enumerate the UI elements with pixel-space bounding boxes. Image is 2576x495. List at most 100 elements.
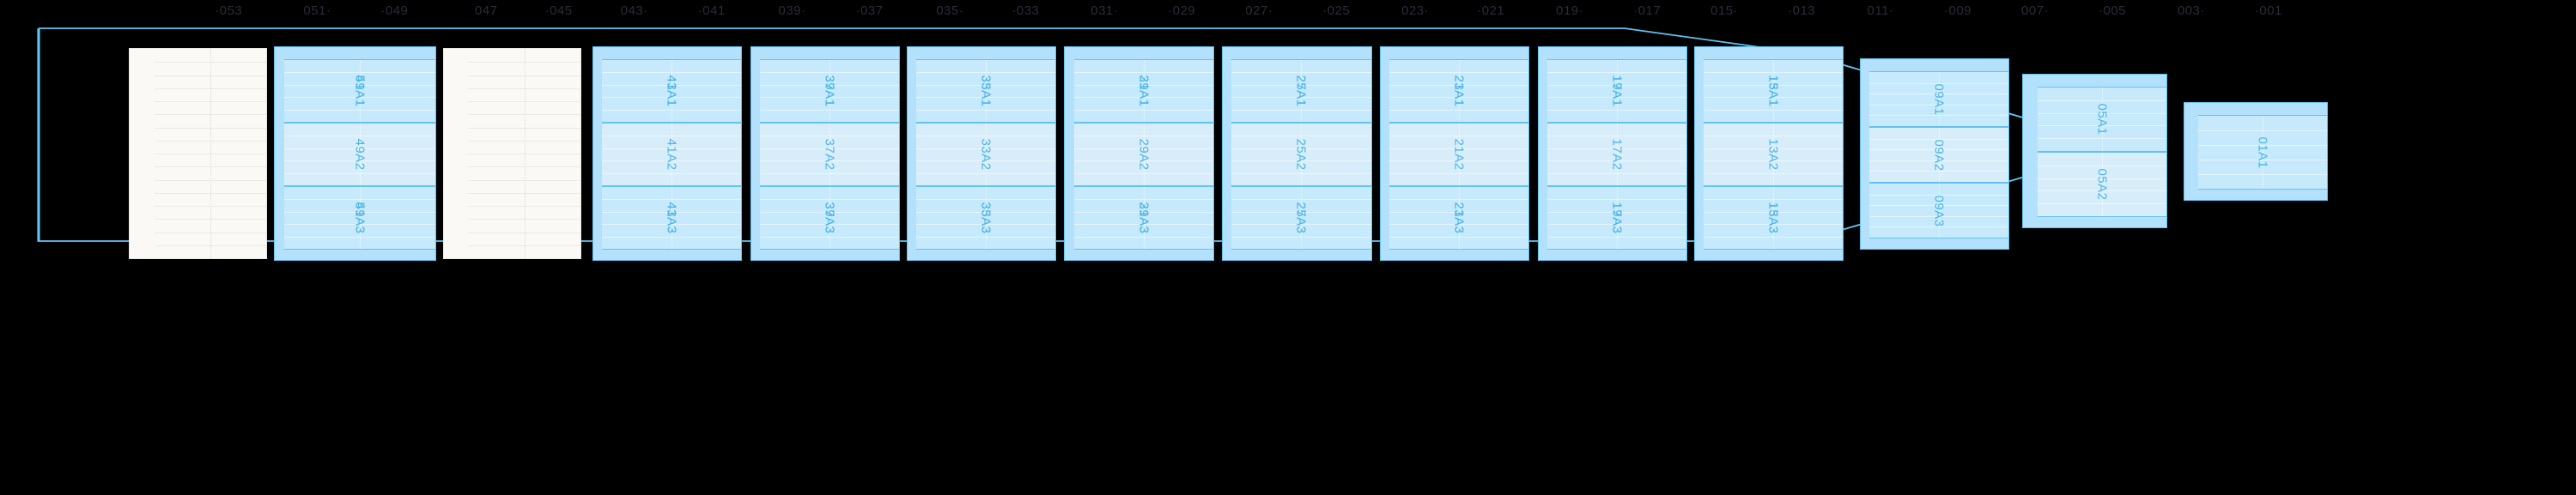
tier-09A1[interactable]: 09A1 [1868, 71, 2008, 127]
bay-tick-025[interactable]: ·025 [1322, 3, 1351, 18]
tier-label-overlay-31A1: 31A1 [1136, 75, 1151, 107]
bay-tick-021[interactable]: ·021 [1477, 3, 1505, 18]
tier-label-overlay-51A1: 51A1 [352, 75, 368, 107]
bay-tick-045[interactable]: ·045 [544, 3, 573, 18]
tier-05A1[interactable]: 05A1 [2037, 87, 2166, 152]
bay-tick-001[interactable]: ·001 [2254, 3, 2282, 18]
bay-tick-013[interactable]: ·013 [1788, 3, 1816, 18]
tier-17A2[interactable]: 17A2 [1546, 123, 1686, 186]
tier-41A2[interactable]: 41A2 [602, 123, 742, 186]
bay-tick-039[interactable]: 039· [778, 3, 806, 18]
bay-tick-043[interactable]: 043· [620, 3, 648, 18]
bay-tick-011[interactable]: 011· [1867, 3, 1894, 18]
bay-tick-047[interactable]: 047 [474, 3, 498, 18]
bay-tick-007[interactable]: 007· [2020, 3, 2050, 18]
tier-09A3[interactable]: 09A3 [1868, 183, 2008, 238]
tier-label-overlay-23A1: 23A1 [1451, 75, 1467, 107]
bay-047-045[interactable] [442, 48, 581, 259]
tier-29A2[interactable]: 29A2 [1073, 123, 1213, 186]
tier-label-overlay-19A1: 19A1 [1609, 75, 1625, 107]
bay-tick-019[interactable]: 019· [1556, 3, 1584, 18]
bay-tick-041[interactable]: ·041 [697, 3, 726, 18]
bay-tick-051[interactable]: 051· [303, 3, 331, 18]
tier-label-01A1: 01A1 [2255, 136, 2270, 169]
tier-25A2[interactable]: 25A2 [1231, 123, 1371, 186]
tier-01A1[interactable]: 01A1 [2198, 115, 2328, 190]
tier-label-overlay-33A3: 33A3 [978, 202, 993, 234]
bay-tick-003[interactable]: 003· [2177, 3, 2205, 18]
bay-001[interactable]: 01A1 [2183, 102, 2329, 201]
tier-05A2[interactable]: 05A2 [2037, 152, 2166, 217]
bay-tick-037[interactable]: ·037 [855, 3, 884, 18]
tier-label-41A2: 41A2 [664, 138, 679, 171]
bay-tick-027[interactable]: 027· [1245, 3, 1273, 18]
bay-number-ruler: ·053 051· ·049 047 ·045 043· ·041 039· ·037 035· ·… [0, 0, 2576, 26]
tier-21A2[interactable]: 21A2 [1389, 123, 1529, 186]
tier-label-09A2: 09A2 [1931, 138, 1947, 172]
tier-label-37A2: 37A2 [822, 138, 837, 171]
bay-tick-005[interactable]: ·005 [2098, 3, 2127, 18]
bay-tick-015[interactable]: 015· [1710, 3, 1739, 18]
bay-009[interactable]: 09A1 09A2 09A3 [1859, 58, 2009, 250]
tier-label-overlay-25A3: 25A3 [1293, 202, 1309, 234]
bay-005[interactable]: 05A1 05A2 [2022, 74, 2167, 228]
tier-37A2[interactable]: 37A2 [760, 123, 900, 186]
tier-label-05A2: 05A2 [2094, 168, 2110, 201]
tier-label-overlay-21A3: 21A3 [1451, 202, 1467, 234]
tier-33A2[interactable]: 33A2 [915, 123, 1055, 186]
bay-tick-049[interactable]: ·049 [380, 3, 409, 18]
tier-label-21A2: 21A2 [1451, 138, 1467, 171]
tier-label-overlay-49A3: 49A3 [352, 202, 368, 234]
bay-tick-009[interactable]: ·009 [1943, 3, 1972, 18]
bay-tick-023[interactable]: 023· [1401, 3, 1430, 18]
bay-tick-035[interactable]: 035· [936, 3, 964, 18]
tier-09A2[interactable]: 09A2 [1868, 127, 2008, 183]
bay-tick-031[interactable]: 031· [1091, 3, 1119, 18]
tier-label-25A2: 25A2 [1293, 138, 1309, 171]
tier-13A2[interactable]: 13A2 [1703, 123, 1843, 186]
bay-tick-017[interactable]: ·017 [1633, 3, 1662, 18]
tier-49A2[interactable]: 49A2 [283, 123, 436, 186]
bay-tick-053[interactable]: ·053 [215, 3, 243, 18]
bay-tick-029[interactable]: ·029 [1168, 3, 1196, 18]
bay-tick-033[interactable]: ·033 [1012, 3, 1040, 18]
bay-053-051[interactable] [129, 48, 268, 259]
